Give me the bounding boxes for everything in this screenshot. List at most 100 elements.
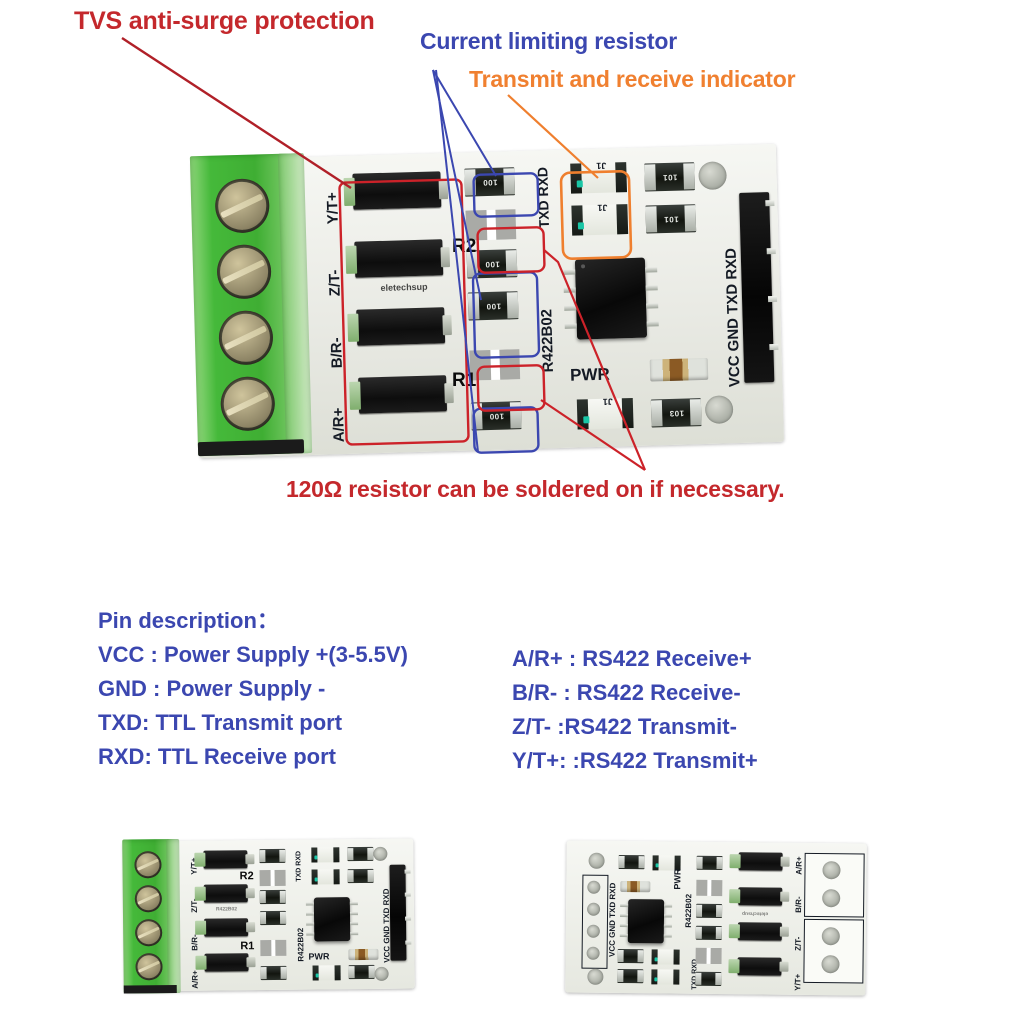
tvs-diode-1	[352, 171, 442, 210]
resistor-code-2: 100	[484, 259, 500, 269]
thumb-l-diode	[348, 948, 379, 961]
thumb-r-silk-pwr: PWR	[672, 868, 683, 890]
thumb-r-silk-y-t-plus: Y/T+	[793, 973, 803, 991]
pin-desc-z-t-minus: Z/T- :RS422 Transmit-	[512, 714, 737, 739]
annotation-current-limiting-resistor: Current limiting resistor	[420, 28, 677, 54]
pin-desc-a-r-plus: A/R+ : RS422 Receive+	[512, 646, 752, 671]
resistor-code-5: 101	[662, 172, 678, 182]
thumb-l-screw-3	[135, 919, 163, 947]
resistor-code-7: 103	[668, 408, 684, 418]
pin-desc-txd: TXD: TTL Transmit port	[98, 710, 343, 735]
thumb-l-terminal-face	[166, 838, 181, 994]
resistor-code-4: 100	[488, 411, 504, 421]
empty-pad-r1	[469, 349, 521, 381]
resistor-code-6: 101	[663, 214, 679, 224]
thumb-l-silk-b-r-minus: B/R-	[190, 934, 200, 951]
thumb-l-screw-2	[134, 885, 162, 913]
thumb-r-ic	[619, 899, 673, 944]
resistor-103: 103	[650, 398, 702, 428]
silk-ref-j1-pwr: J1	[602, 396, 614, 407]
tvs-diode-4	[358, 375, 448, 414]
pin-desc-y-t-plus: Y/T+: :RS422 Transmit+	[512, 748, 758, 773]
thumb-r-led-tx	[651, 969, 680, 985]
silk-terminal-z-t-minus: Z/T-	[326, 269, 344, 297]
thumb-r-header-pad-2	[587, 902, 601, 916]
thumb-l-res-2	[259, 889, 286, 905]
thumb-r-led-rx	[651, 949, 680, 965]
pin-desc-rxd: RXD: TTL Receive port	[98, 744, 336, 769]
pad-label-r2: R2	[452, 236, 477, 257]
thumb-r-brand: eletechsup	[742, 910, 769, 917]
thumb-r-res-100c	[695, 925, 722, 941]
pin-description-block: Pin description： VCC : Power Supply +(3-…	[98, 604, 408, 774]
silk-terminal-b-r-minus: B/R-	[327, 337, 346, 369]
annotation-transmit-receive-indicator: Transmit and receive indicator	[469, 66, 796, 92]
thumb-r-tvs-2	[738, 887, 783, 906]
thumb-r-silk-header: VCC GND TXD RXD	[607, 882, 618, 957]
rs422-transceiver-ic	[563, 257, 659, 340]
thumb-l-pad-r2	[259, 869, 286, 887]
thumb-l-mount-bottom	[374, 966, 389, 981]
silk-part-number: R422B02	[538, 308, 558, 373]
resistor-100-bottom: 100	[470, 401, 522, 431]
thumb-r-header-pad-3	[586, 924, 600, 938]
thumb-l-screw-4	[135, 953, 163, 981]
thumb-r-silk-b-r-minus: B/R-	[794, 896, 804, 913]
thumb-l-res-101a	[347, 846, 374, 862]
tvs-diode-2	[354, 239, 444, 278]
zener-diode	[649, 357, 709, 382]
thumb-l-led-rx	[311, 869, 340, 885]
silk-terminal-a-r-plus: A/R+	[329, 407, 348, 443]
thumb-l-pad-r1	[260, 939, 287, 957]
thumb-l-label-r1: R1	[240, 940, 255, 953]
thumb-r-terminal-pad-4	[821, 955, 840, 974]
thumb-r-mount-top	[588, 852, 605, 869]
thumb-r-res-100d	[695, 971, 722, 987]
pin-desc-b-r-minus: B/R- : RS422 Receive-	[512, 680, 741, 705]
thumb-l-silk-z-t-minus: Z/T-	[189, 898, 199, 913]
thumb-l-res-101b	[347, 868, 374, 884]
pad-label-r1: R1	[452, 370, 477, 391]
mounting-hole-bottom	[704, 395, 734, 424]
thumb-r-res-101b	[617, 968, 644, 984]
annotation-120ohm-note: 120Ω resistor can be soldered on if nece…	[286, 476, 785, 502]
thumb-r-silk-z-t-minus: Z/T-	[793, 936, 803, 951]
tvs-diode-3	[356, 307, 446, 346]
thumb-r-res-101a	[617, 948, 644, 964]
pin-desc-vcc: VCC : Power Supply +(3-5.5V)	[98, 642, 408, 667]
thumb-l-res-3	[259, 910, 287, 926]
thumb-r-silk-a-r-plus: A/R+	[794, 856, 804, 875]
thumb-r-terminal-pad-2	[822, 889, 841, 908]
resistor-100-mid-lower: 100	[467, 291, 519, 321]
thumb-l-tvs-3	[204, 918, 249, 937]
resistor-100-top: 100	[464, 167, 516, 197]
thumb-l-label-r2: R2	[239, 870, 254, 883]
thumb-l-silk-a-r-plus: A/R+	[190, 970, 200, 989]
thumb-l-led-pwr	[312, 965, 341, 981]
thumb-r-res-100b	[696, 903, 723, 919]
thumb-l-terminal-base	[123, 984, 177, 994]
thumb-r-res-100a	[696, 855, 723, 871]
thumb-r-header-pad-4	[586, 946, 600, 960]
thumb-l-tvs-4	[204, 953, 249, 972]
thumb-l-res-4	[260, 965, 287, 981]
thumb-l-ic	[305, 897, 359, 942]
thumb-l-res-103	[348, 964, 375, 980]
silk-pwr-label: PWR	[569, 364, 611, 385]
thumb-r-terminal-pad-3	[821, 927, 840, 946]
thumb-r-tvs-4	[737, 957, 782, 976]
thumb-l-silk-pwr: PWR	[308, 951, 330, 962]
thumb-r-diode	[620, 880, 651, 893]
thumb-l-res-1	[259, 848, 286, 864]
thumb-r-mount-bottom	[587, 968, 604, 985]
pin-description-title: Pin description：	[98, 608, 279, 633]
thumb-l-tvs-2	[203, 884, 248, 903]
mounting-hole-top	[698, 161, 727, 191]
thumb-r-tvs-3	[737, 922, 782, 941]
thumb-l-mount-top	[373, 846, 388, 861]
resistor-code-1: 100	[482, 177, 498, 187]
thumb-r-terminal-pad-1	[822, 861, 841, 880]
thumb-l-screw-1	[134, 851, 162, 879]
thumb-r-res-103	[618, 854, 645, 870]
